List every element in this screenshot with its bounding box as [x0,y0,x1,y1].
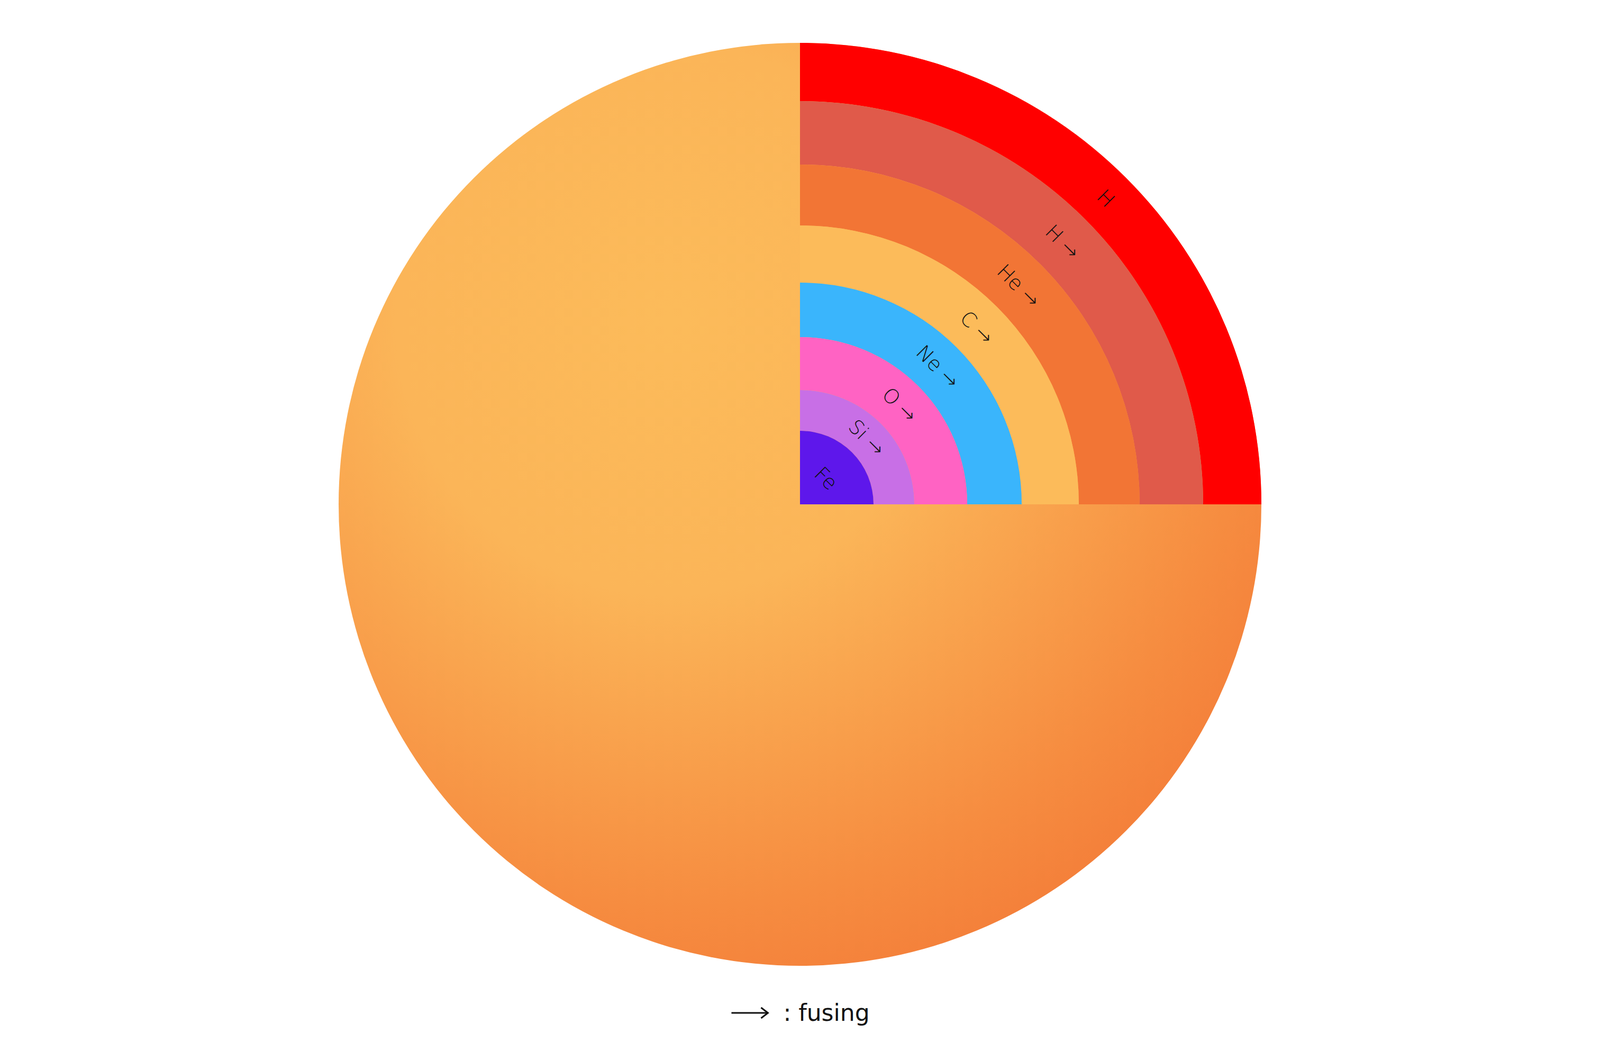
band-fill [800,164,1140,505]
fusing-arrow-sample [730,1004,770,1021]
legend: : fusing [730,998,870,1027]
band-fill [800,389,915,505]
band-fill [800,430,874,505]
band-fill [800,337,968,505]
band-fill [800,282,1022,505]
band-fill [800,101,1204,505]
star-body [338,42,1262,966]
band-fill [800,225,1079,505]
legend-text: : fusing [783,998,870,1027]
band-fill [800,42,1262,505]
